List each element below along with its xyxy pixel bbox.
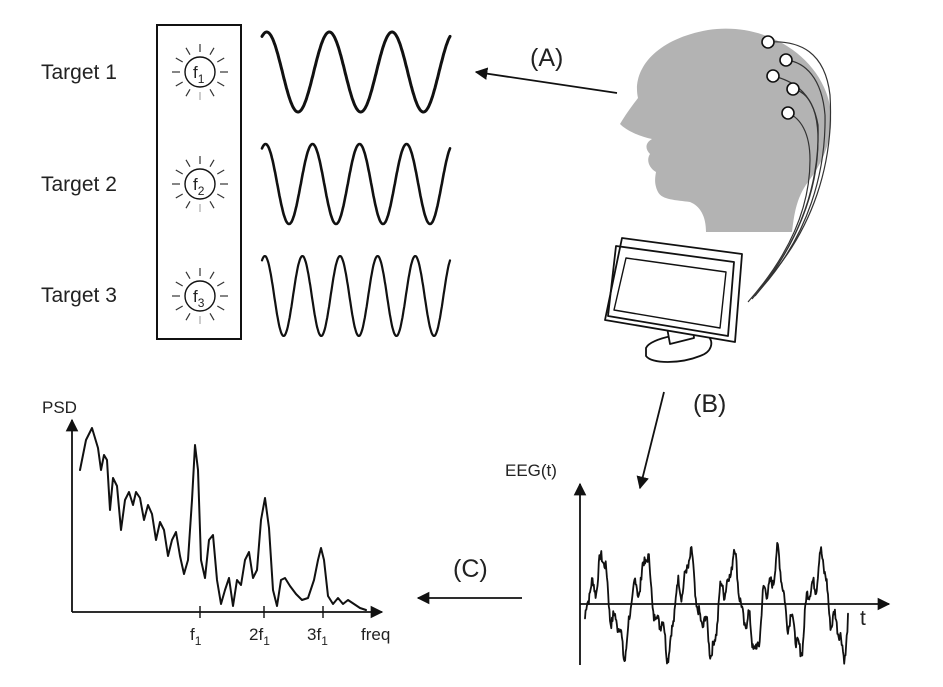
stimulus-ray (185, 200, 191, 209)
eeg-y-label: EEG(t) (505, 461, 557, 480)
psd-tick-label: 2f1 (249, 625, 270, 648)
eeg-plot: EEG(t) t (505, 461, 891, 665)
monitor-icon (604, 237, 743, 363)
stimulus-ray (216, 169, 225, 175)
step-c-label: (C) (453, 555, 488, 583)
psd-curve (79, 427, 367, 611)
stimulus-ray (209, 200, 215, 209)
psd-plot: PSD freq f1 2f1 3f1 (42, 398, 390, 648)
psd-y-label: PSD (42, 398, 77, 417)
target-3-label: Target 3 (41, 284, 117, 307)
psd-x-label: freq (361, 625, 390, 644)
stimulus-ray (216, 193, 225, 199)
stimulus-ray (175, 81, 184, 87)
eeg-signal (584, 542, 849, 665)
arrow-b (636, 391, 665, 490)
head-icon (620, 28, 832, 232)
stimulus-ray (185, 312, 191, 321)
stimulus-ray (175, 57, 184, 63)
stimulus-ray (175, 305, 184, 311)
stimulus-ray (209, 312, 215, 321)
target-3-waveform (260, 255, 452, 337)
target-1-label: Target 1 (41, 61, 117, 84)
flashing-stimulus-icon (172, 268, 228, 324)
arrow-a (474, 67, 618, 94)
target-3-frequency: f3 (193, 287, 205, 310)
stimulus-ray (209, 159, 215, 168)
step-a-label: (A) (530, 44, 563, 72)
target-2-frequency: f2 (193, 175, 205, 198)
stimulus-ray (216, 57, 225, 63)
psd-tick-label: f1 (190, 625, 202, 648)
target-1-frequency: f1 (193, 63, 205, 86)
stimulus-ray (185, 88, 191, 97)
stimulus-ray (185, 271, 191, 280)
stimulus-ray (175, 169, 184, 175)
step-b-label: (B) (693, 390, 726, 418)
psd-tick-label: 3f1 (307, 625, 328, 648)
electrode-icon (761, 35, 800, 120)
stimulus-ray (185, 159, 191, 168)
stimulus-ray (209, 88, 215, 97)
stimulus-ray (216, 81, 225, 87)
stimulus-ray (175, 193, 184, 199)
stimulus-ray (216, 281, 225, 287)
target-2-waveform (260, 142, 452, 226)
stimulus-ray (216, 305, 225, 311)
stimulus-ray (209, 271, 215, 280)
stimulus-ray (175, 281, 184, 287)
flashing-stimulus-icon (172, 44, 228, 100)
target-1-waveform (260, 30, 452, 114)
flashing-stimulus-icon (172, 156, 228, 212)
target-2-label: Target 2 (41, 173, 117, 196)
stimulus-ray (209, 47, 215, 56)
eeg-x-label: t (860, 607, 866, 630)
stimulus-panel (156, 24, 242, 340)
stimulus-ray (185, 47, 191, 56)
